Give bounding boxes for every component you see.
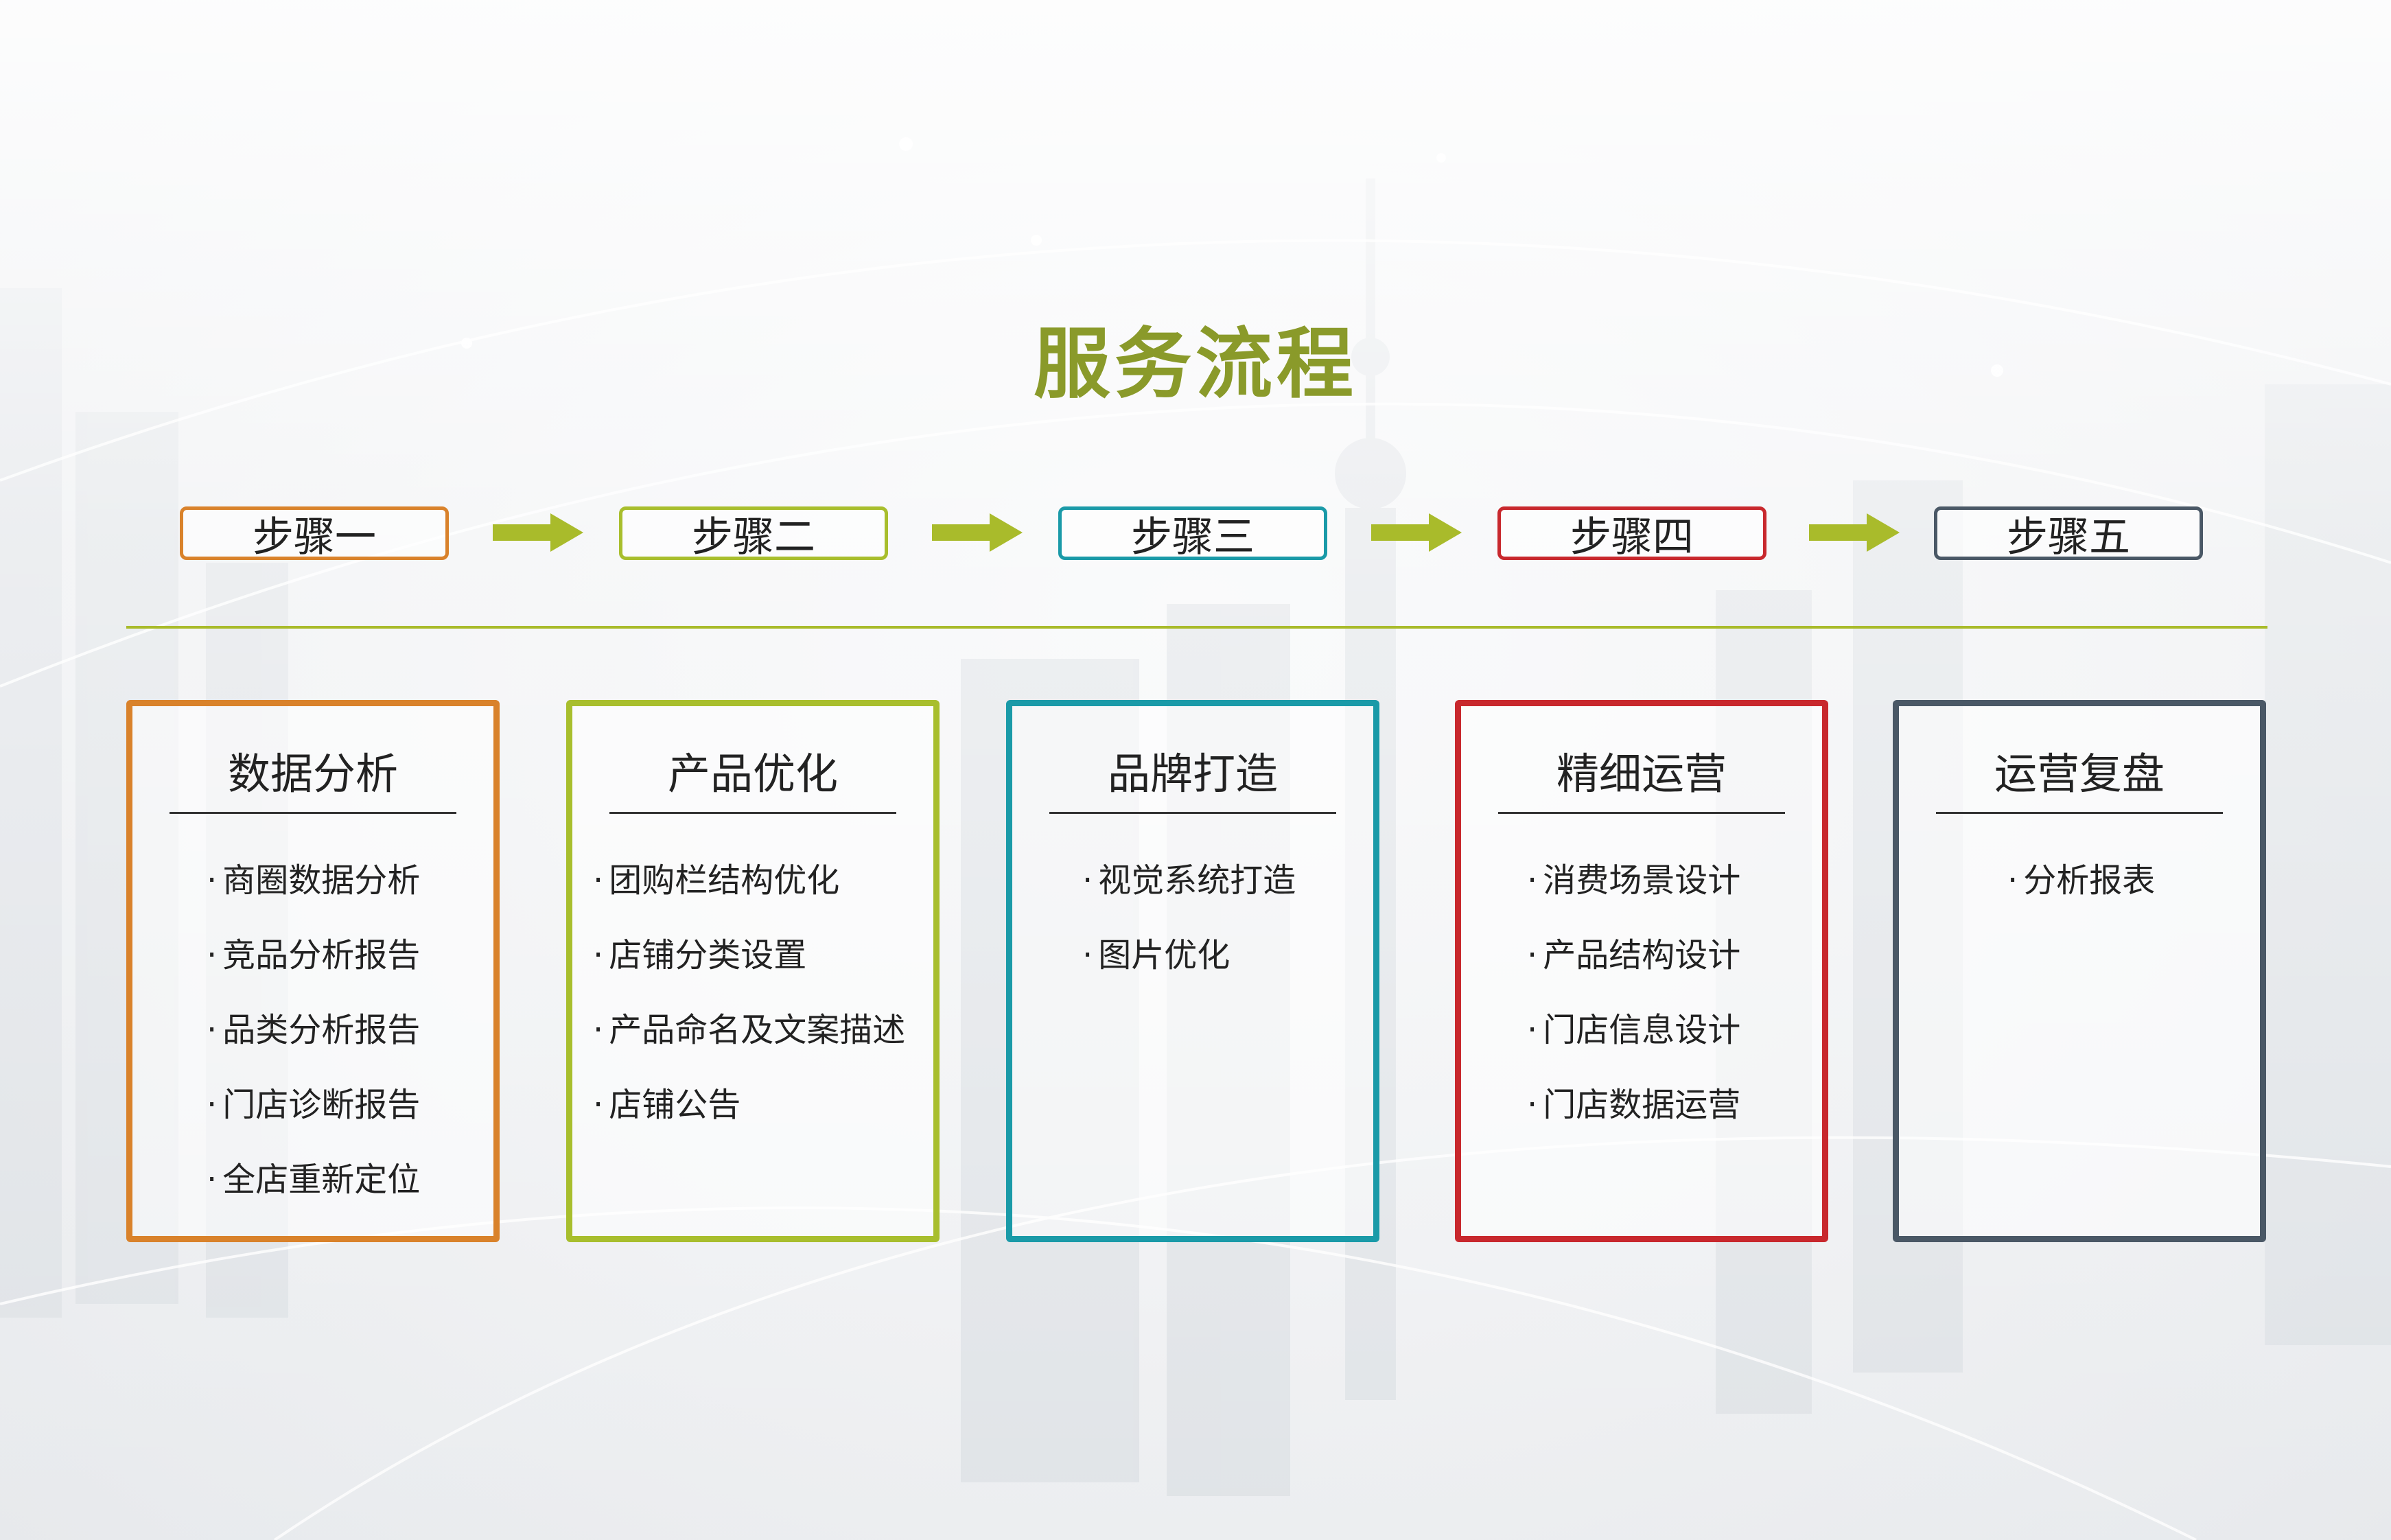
list-item: 店铺分类设置 — [593, 928, 954, 1003]
card-divider — [1498, 812, 1785, 814]
list-item: 分析报表 — [2007, 853, 2368, 928]
card-title: 数据分析 — [227, 749, 398, 799]
card-item-list: 视觉系统打造 图片优化 — [1012, 853, 1443, 1003]
list-item: 图片优化 — [1082, 928, 1443, 1003]
card-brand-building: 品牌打造 视觉系统打造 图片优化 — [1006, 700, 1379, 1242]
arrow-right-icon — [1371, 513, 1462, 552]
list-item: 团购栏结构优化 — [593, 853, 954, 928]
divider-line — [126, 626, 2267, 629]
step-5-label: 步骤五 — [1934, 506, 2203, 561]
card-item-list: 分析报表 — [1899, 853, 2368, 928]
card-divider — [1049, 812, 1336, 814]
card-title: 运营复盘 — [1994, 749, 2165, 799]
card-title: 产品优化 — [667, 749, 838, 799]
list-item: 视觉系统打造 — [1082, 853, 1443, 928]
card-product-optimization: 产品优化 团购栏结构优化 店铺分类设置 产品命名及文案描述 店铺公告 — [566, 700, 940, 1242]
list-item: 产品命名及文案描述 — [593, 1003, 954, 1077]
list-item: 品类分析报告 — [207, 1003, 568, 1077]
list-item: 竞品分析报告 — [207, 928, 568, 1003]
step-3-label: 步骤三 — [1058, 506, 1327, 561]
card-fine-operations: 精细运营 消费场景设计 产品结构设计 门店信息设计 门店数据运营 — [1455, 700, 1828, 1242]
arrow-right-icon — [493, 513, 583, 552]
card-item-list: 团购栏结构优化 店铺分类设置 产品命名及文案描述 店铺公告 — [572, 853, 954, 1152]
list-item: 门店信息设计 — [1527, 1003, 1888, 1077]
page-title: 服务流程 — [1034, 320, 1357, 409]
step-4-label: 步骤四 — [1497, 506, 1766, 561]
card-title: 品牌打造 — [1107, 749, 1278, 799]
card-divider — [609, 812, 896, 814]
list-item: 全店重新定位 — [207, 1152, 568, 1227]
arrow-right-icon — [1809, 513, 1900, 552]
list-item: 商圈数据分析 — [207, 853, 568, 928]
card-divider — [170, 812, 456, 814]
list-item: 消费场景设计 — [1527, 853, 1888, 928]
list-item: 店铺公告 — [593, 1077, 954, 1152]
step-1-label: 步骤一 — [180, 506, 449, 561]
card-item-list: 商圈数据分析 竞品分析报告 品类分析报告 门店诊断报告 全店重新定位 — [132, 853, 568, 1227]
list-item: 门店诊断报告 — [207, 1077, 568, 1152]
card-title: 精细运营 — [1556, 749, 1727, 799]
arrow-right-icon — [932, 513, 1023, 552]
list-item: 门店数据运营 — [1527, 1077, 1888, 1152]
list-item: 产品结构设计 — [1527, 928, 1888, 1003]
card-item-list: 消费场景设计 产品结构设计 门店信息设计 门店数据运营 — [1461, 853, 1888, 1152]
card-data-analysis: 数据分析 商圈数据分析 竞品分析报告 品类分析报告 门店诊断报告 全店重新定位 — [126, 700, 500, 1242]
card-operation-review: 运营复盘 分析报表 — [1893, 700, 2266, 1242]
step-2-label: 步骤二 — [619, 506, 888, 561]
card-divider — [1936, 812, 2223, 814]
